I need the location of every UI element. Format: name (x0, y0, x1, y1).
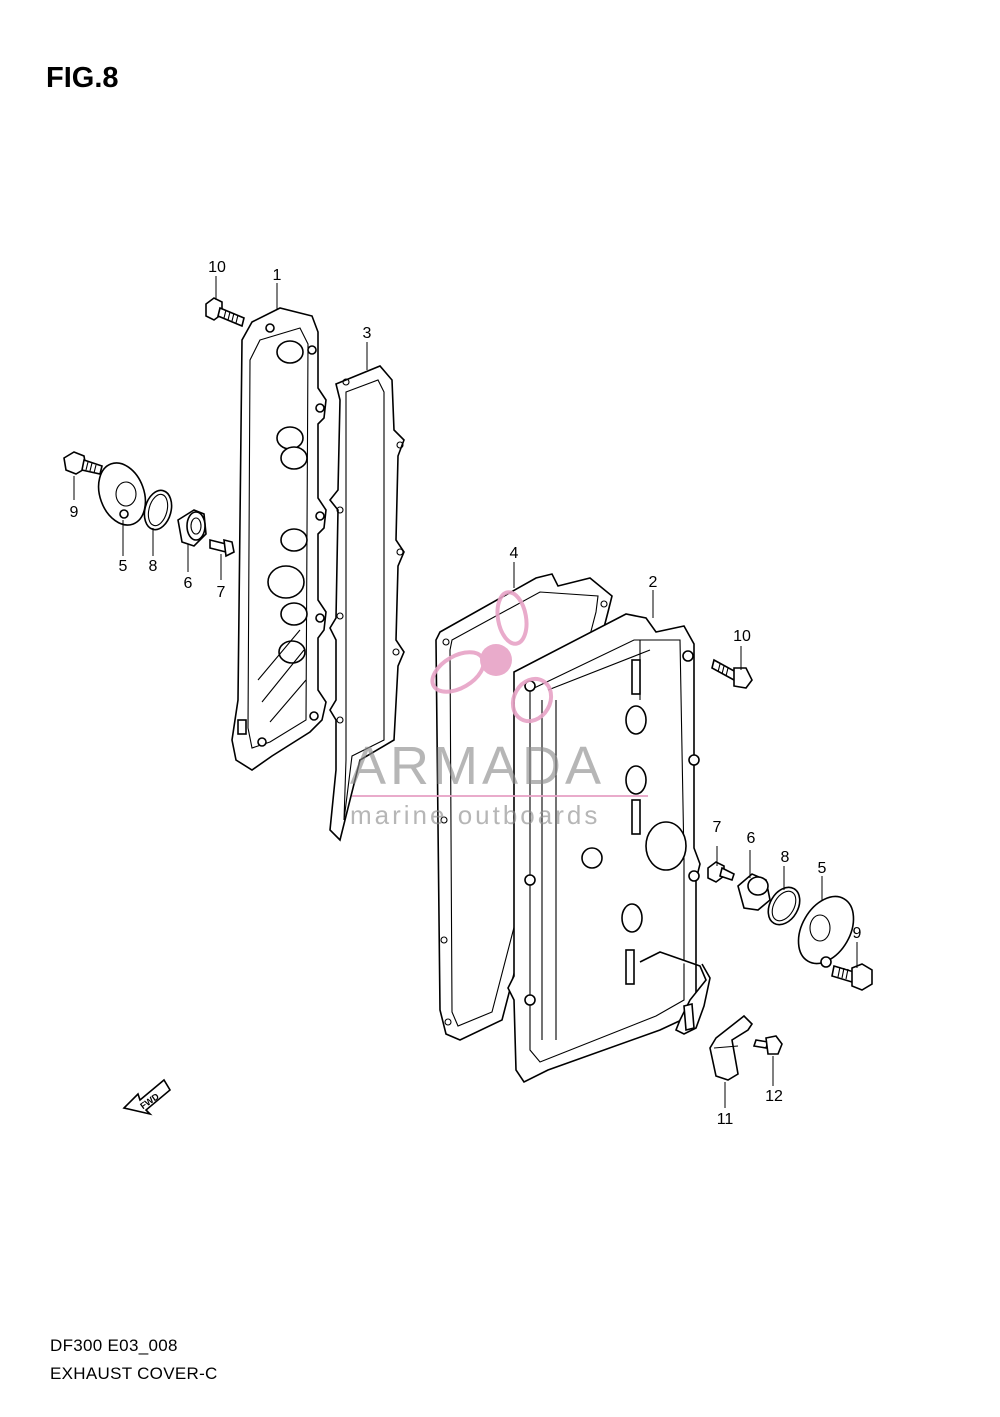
grommet-part-6-left (177, 509, 207, 547)
exhaust-cover-right-part-2 (507, 613, 711, 1084)
bolt-part-10-right (711, 658, 753, 689)
cover-plate-part-5-right (797, 895, 855, 968)
section-name: EXHAUST COVER-C (50, 1364, 218, 1383)
callout-4: 4 (510, 545, 519, 562)
callout-8-right: 8 (781, 849, 790, 866)
bolt-part-10-left (205, 297, 245, 328)
grommet-part-6-right (737, 873, 771, 911)
clamp-part-11 (709, 1014, 754, 1081)
bolt-part-9-right (831, 963, 873, 991)
callout-2: 2 (649, 574, 658, 591)
callout-7-right: 7 (713, 819, 722, 836)
watermark-tagline: marine outboards (350, 800, 600, 830)
o-ring-part-8-right (767, 886, 801, 926)
callout-10: 10 (208, 259, 226, 276)
propeller-logo-icon (430, 590, 554, 724)
callout-6-right: 6 (747, 830, 756, 847)
bolt-part-7-right (707, 861, 735, 883)
watermark-brand: ARMADA (350, 736, 605, 796)
callout-1: 1 (273, 267, 282, 284)
callout-10-right: 10 (733, 628, 751, 645)
callout-5-right: 5 (818, 860, 827, 877)
cover-plate-part-5-left (97, 462, 147, 526)
callout-9-right: 9 (853, 925, 862, 942)
armada-watermark: ARMADA marine outboards (350, 590, 648, 830)
callout-5: 5 (119, 558, 128, 575)
gasket-part-3 (328, 365, 405, 842)
callout-7: 7 (217, 584, 226, 601)
callout-12: 12 (765, 1088, 783, 1105)
bolt-part-12 (752, 1035, 783, 1055)
exhaust-cover-left-part-1 (231, 307, 327, 771)
callout-11: 11 (717, 1111, 734, 1128)
callout-3: 3 (363, 325, 372, 342)
model-code: DF300 E03_008 (50, 1336, 178, 1355)
callout-9: 9 (70, 504, 79, 521)
leader-lines (73, 276, 858, 1108)
bolt-part-7-left (209, 538, 235, 558)
figure-title: FIG.8 (46, 62, 119, 94)
callout-8: 8 (149, 558, 158, 575)
bolt-part-9-left (63, 451, 103, 475)
callout-labels: 10 1 3 9 5 8 6 7 4 2 10 7 6 8 5 9 11 12 (70, 259, 862, 1128)
fwd-direction-arrow: FWD (122, 1078, 172, 1116)
callout-6: 6 (184, 575, 193, 592)
